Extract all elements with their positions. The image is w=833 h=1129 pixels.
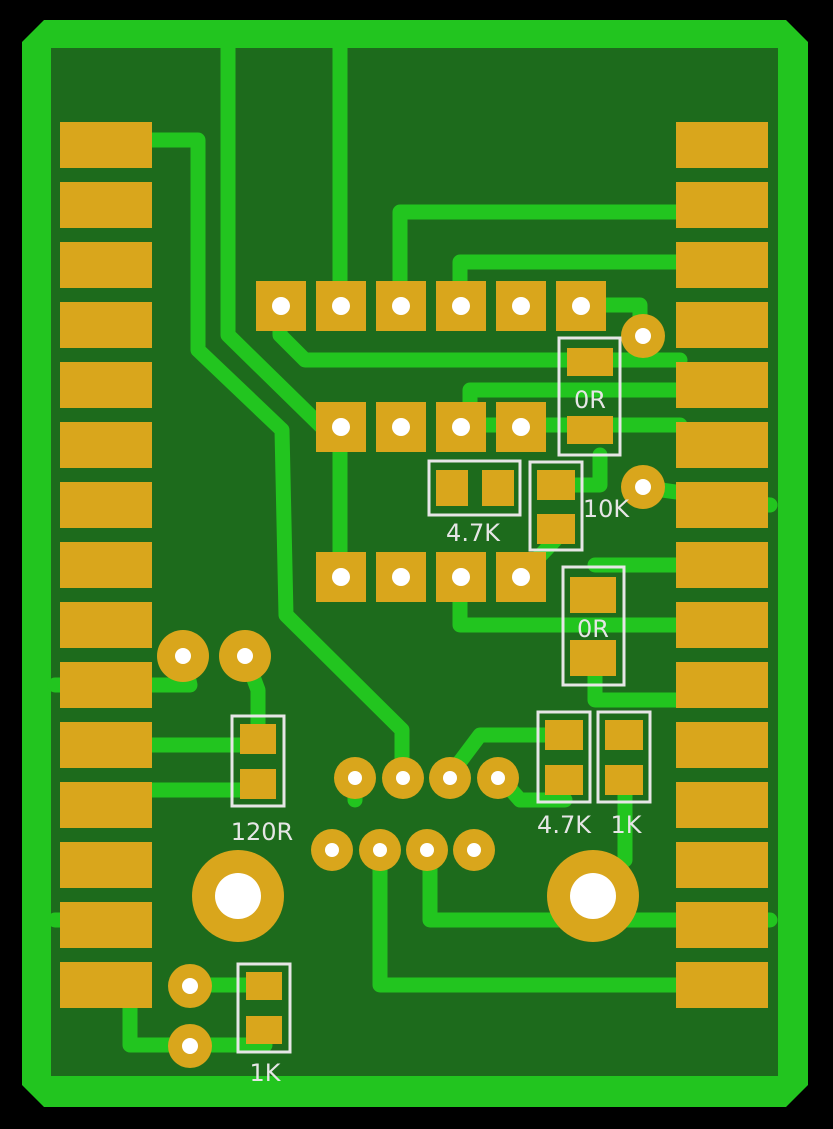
pin-header-top [256, 281, 606, 331]
header-pad [60, 602, 152, 648]
header-pad [60, 362, 152, 408]
header-pad [60, 722, 152, 768]
silkscreen-labels: 0R 4.7K 10K 0R 120R 4.7K 1K 1K [231, 386, 643, 1087]
header-pad [676, 302, 768, 348]
header-pad [676, 122, 768, 168]
trace [392, 204, 688, 313]
vias [157, 314, 665, 1068]
label-1k-right: 1K [610, 811, 642, 839]
header-pad [60, 902, 152, 948]
header-pad [676, 782, 768, 828]
label-4k7-top: 4.7K [446, 519, 501, 547]
header-pad [676, 842, 768, 888]
header-pad [60, 782, 152, 828]
header-pad [676, 242, 768, 288]
header-pad [60, 542, 152, 588]
header-pad [60, 242, 152, 288]
smd-resistors [230, 336, 652, 1054]
label-120r: 120R [231, 818, 293, 846]
left-header [60, 122, 152, 1008]
header-pad [60, 302, 152, 348]
header-pad [60, 182, 152, 228]
header-pad [676, 542, 768, 588]
header-pad [676, 482, 768, 528]
header-pad [60, 962, 152, 1008]
pin-header-middle [316, 402, 546, 452]
header-pad [60, 482, 152, 528]
header-pad [676, 962, 768, 1008]
right-header [676, 122, 768, 1008]
trace [372, 842, 688, 993]
header-pad [60, 662, 152, 708]
trace [142, 132, 410, 783]
header-pad [676, 602, 768, 648]
header-pad [676, 182, 768, 228]
center-connector [311, 757, 519, 871]
header-pad [676, 722, 768, 768]
label-0r-top: 0R [574, 386, 606, 414]
label-1k-left: 1K [249, 1059, 281, 1087]
header-pad [676, 422, 768, 468]
trace [220, 40, 333, 438]
header-pad [60, 122, 152, 168]
trace [587, 657, 688, 708]
header-pad [60, 842, 152, 888]
label-0r-middle: 0R [577, 615, 609, 643]
header-pad [676, 362, 768, 408]
label-10k: 10K [583, 495, 631, 523]
mounting-holes [192, 850, 639, 942]
header-pad [676, 662, 768, 708]
pin-header-lower [316, 552, 546, 602]
label-4k7-bottom: 4.7K [537, 811, 592, 839]
header-pad [676, 902, 768, 948]
header-pad [60, 422, 152, 468]
